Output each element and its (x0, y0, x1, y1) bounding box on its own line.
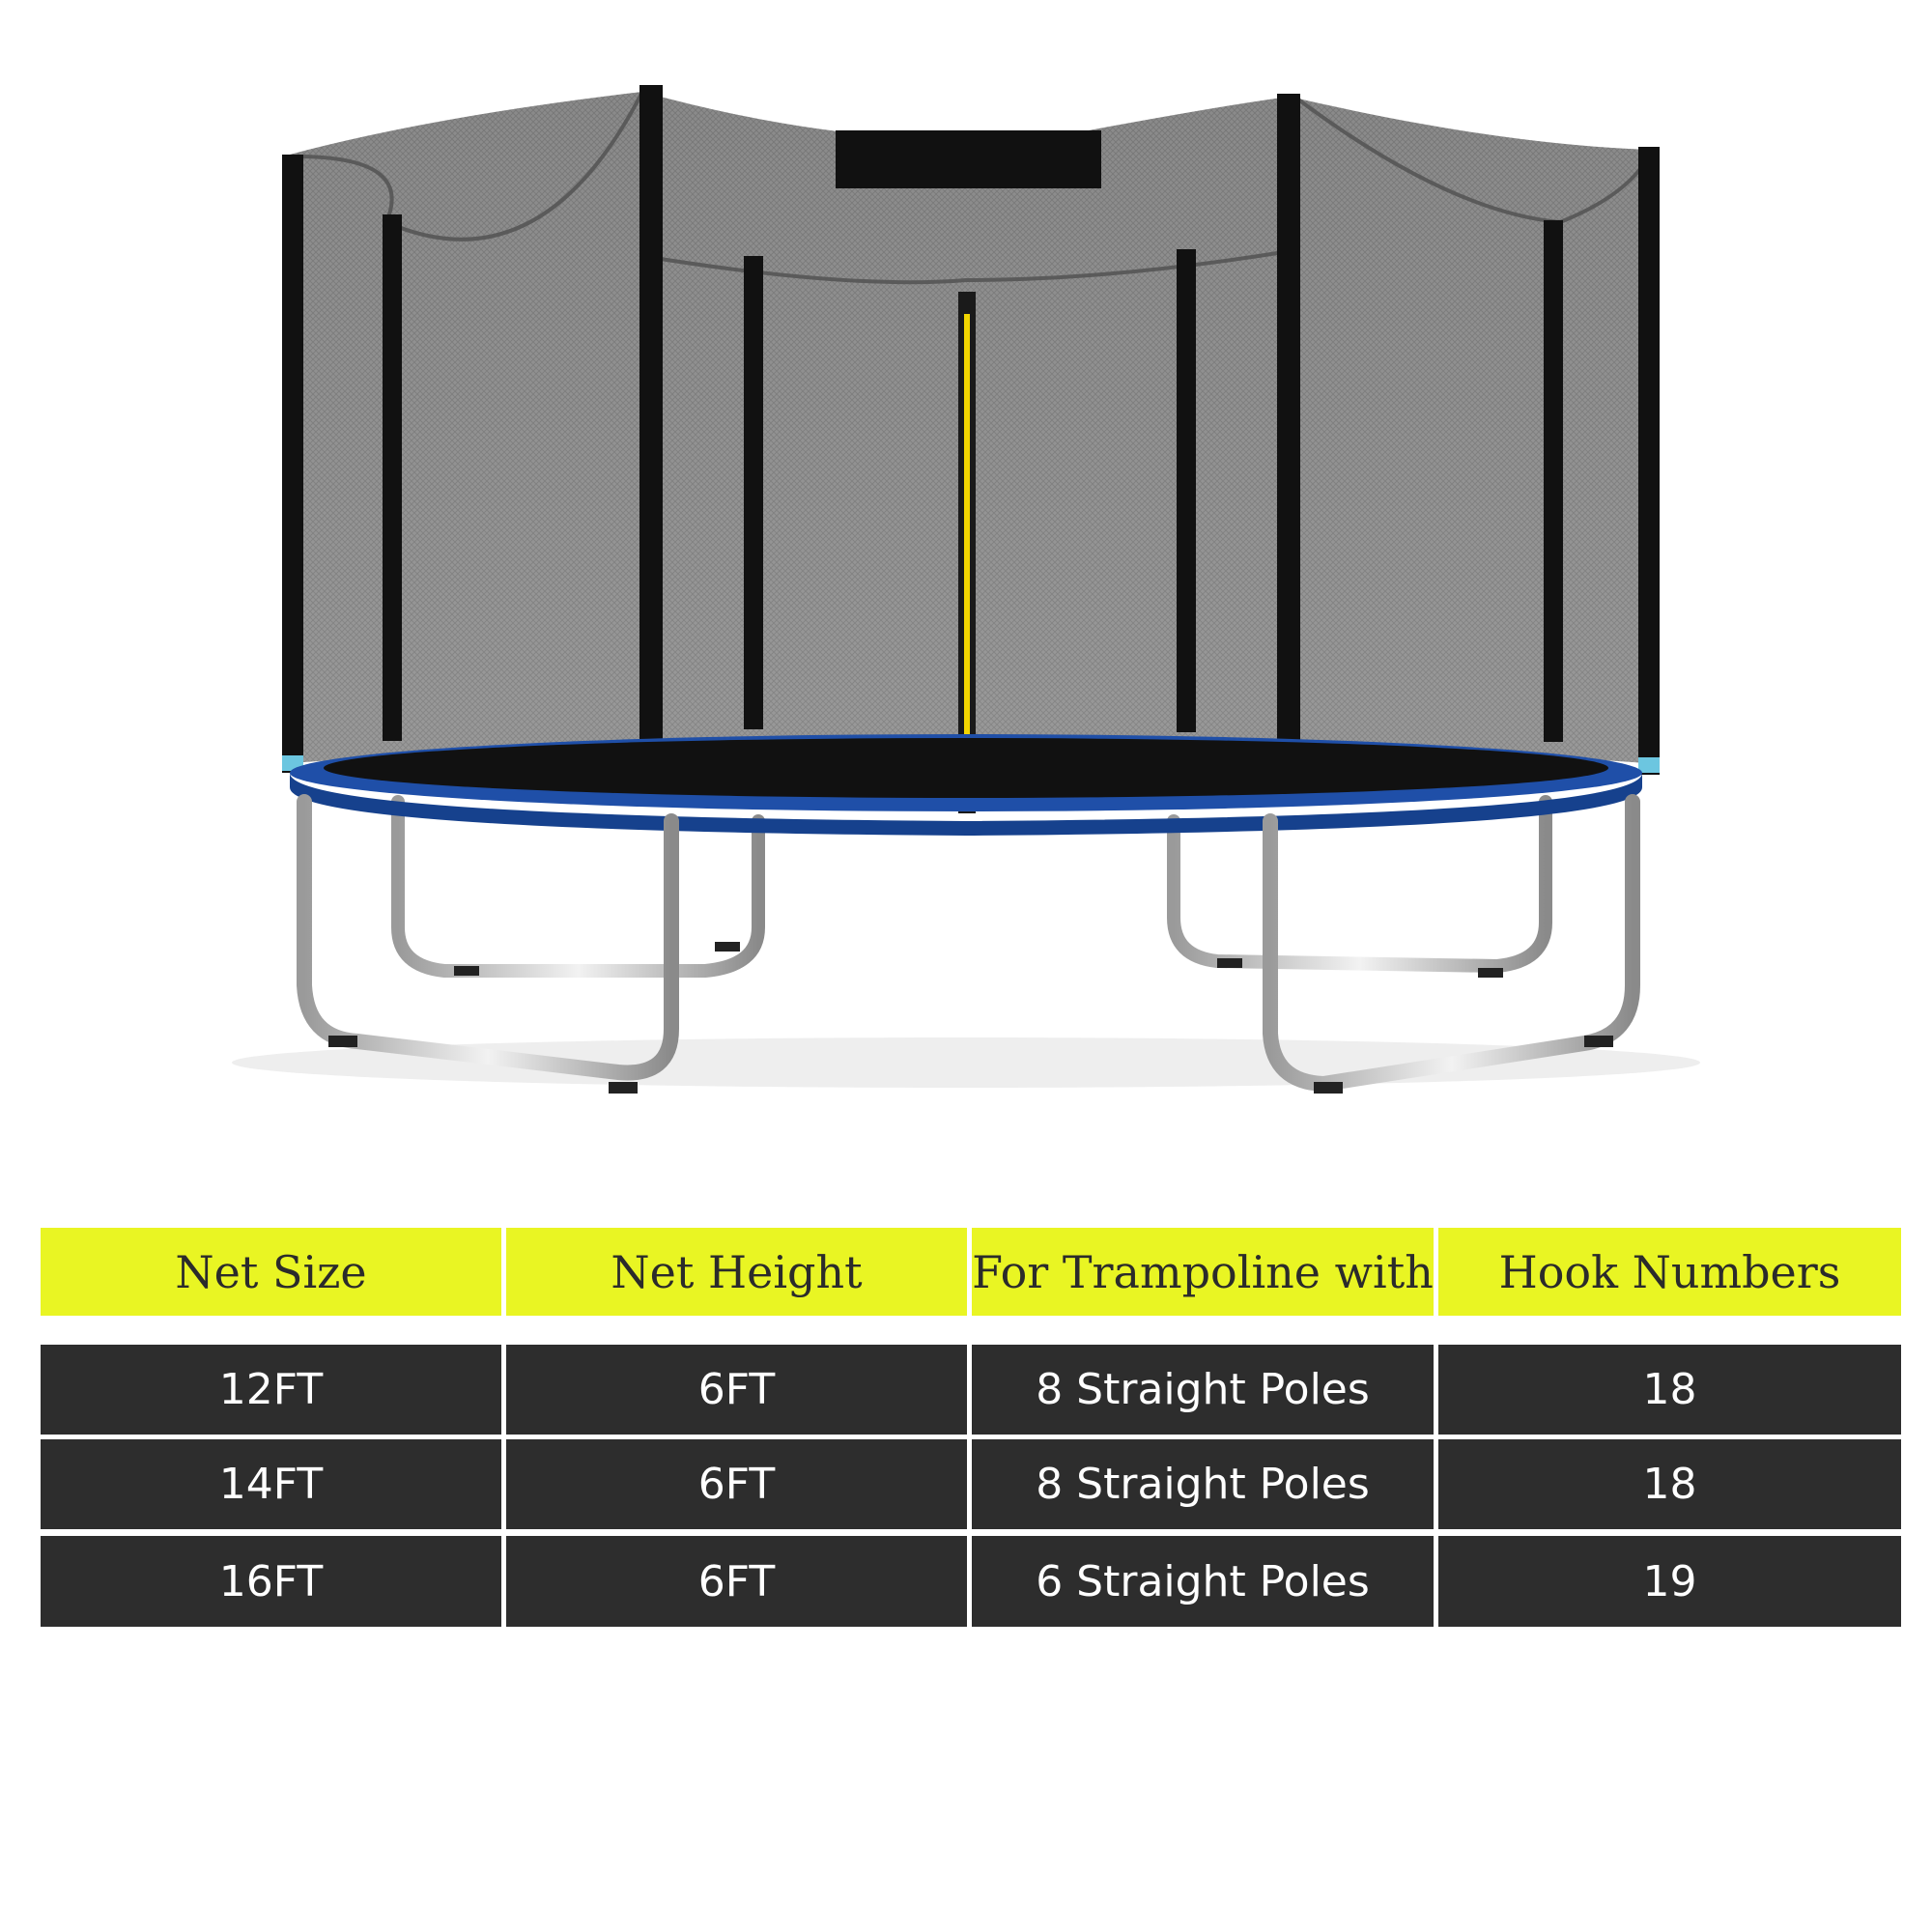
table-cell: 18 (1438, 1439, 1901, 1529)
front-legs (297, 794, 1640, 1093)
table-cell: 6FT (506, 1439, 967, 1529)
header-net-height: Net Height (506, 1228, 967, 1316)
table-cell: 14FT (41, 1439, 501, 1529)
net-banner (836, 130, 1101, 188)
header-net-size: Net Size (41, 1228, 501, 1316)
table-cell: 6FT (506, 1345, 967, 1435)
header-hook-numbers: Hook Numbers (1438, 1228, 1901, 1316)
poles (282, 85, 1660, 790)
header-for-trampoline-with: For Trampoline with (972, 1228, 1434, 1316)
table-cell: 8 Straight Poles (972, 1345, 1434, 1435)
table-cell: 6 Straight Poles (972, 1536, 1434, 1627)
table-cell: 19 (1438, 1536, 1901, 1627)
table-cell: 16FT (41, 1536, 501, 1627)
table-cell: 12FT (41, 1345, 501, 1435)
table-cell: 18 (1438, 1345, 1901, 1435)
jumping-mat (324, 738, 1608, 798)
back-legs (391, 795, 1552, 978)
ladder (899, 819, 1038, 1137)
table-cell: 6FT (506, 1536, 967, 1627)
trampoline-illustration (232, 85, 1700, 1137)
table-cell: 8 Straight Poles (972, 1439, 1434, 1529)
